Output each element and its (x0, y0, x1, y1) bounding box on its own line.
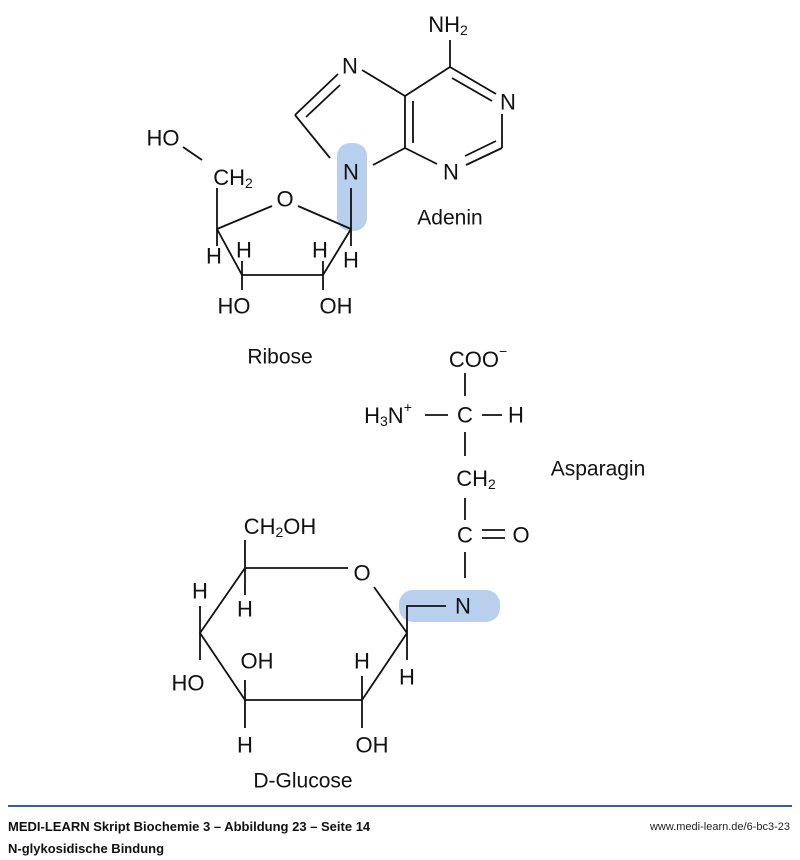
alpha-h-label: H (508, 403, 524, 428)
adenine-structure: NH2 N N N N Adenin (294, 12, 516, 230)
ch2oh-label: CH2OH (244, 514, 317, 541)
footer-url[interactable]: www.medi-learn.de/6-bc3-23 (649, 821, 790, 833)
ribose-oh-c2-label: OH (320, 294, 353, 319)
glucose-h-c1-label: H (399, 665, 415, 690)
glucose-h-c5-label: H (237, 597, 253, 622)
glucose-h-c2-label: H (354, 649, 370, 674)
ribose-ch2-label: CH2 (213, 165, 253, 192)
amide-n-label: N (455, 594, 471, 619)
glucose-h-c3-label: H (237, 733, 253, 758)
n9-label: N (343, 160, 359, 185)
ribose-h-c2-label: H (312, 238, 328, 263)
ribose-structure: O HO CH2 H H H H HO OH Ribose (147, 126, 359, 369)
ribose-ho-c3-label: HO (218, 294, 251, 319)
n3-label: N (443, 160, 459, 185)
glucose-ring-o-label: O (353, 561, 370, 586)
figure-caption: N-glykosidische Bindung (8, 841, 165, 856)
h3n-label: H3N+ (364, 399, 412, 429)
glycosidic-bond-highlight-asparagine (399, 590, 500, 622)
amide-c-label: C (457, 523, 473, 548)
coo-label: COO− (449, 343, 507, 372)
glycosidic-bond-highlight-adenosine (337, 143, 367, 231)
nh2-label: NH2 (428, 12, 468, 39)
footer-title: MEDI-LEARN Skript Biochemie 3 – Abbildun… (8, 819, 371, 834)
asparagine-name: Asparagin (551, 458, 646, 481)
ribose-ring-o-label: O (276, 187, 293, 212)
glucose-h-c4-label: H (192, 579, 208, 604)
asparagine-structure: COO− H3N+ C H CH2 C O N Asparagin (364, 343, 645, 619)
ribose-name: Ribose (247, 346, 312, 369)
ribose-ho-top-label: HO (147, 126, 180, 151)
amide-o-label: O (512, 523, 529, 548)
ribose-h-c4-label: H (206, 244, 222, 269)
glucose-name: D-Glucose (253, 770, 352, 793)
glucose-structure: CH2OH O H H HO OH H H OH H D-Glucose (172, 514, 446, 793)
n1-label: N (500, 90, 516, 115)
n7-label: N (342, 54, 358, 79)
glucose-oh-c3-label: OH (241, 649, 274, 674)
asn-ch2-label: CH2 (456, 466, 496, 493)
adenine-name: Adenin (417, 207, 482, 230)
alpha-c-label: C (457, 403, 473, 428)
glucose-oh-c2-label: OH (356, 733, 389, 758)
glucose-ho-c4-label: HO (172, 671, 205, 696)
n-glycosidic-bond-diagram: NH2 N N N N Adenin O HO CH2 H H H H HO O… (147, 12, 646, 793)
footer-divider (8, 805, 792, 807)
ribose-h-c1-label: H (343, 248, 359, 273)
ribose-h-c3-label: H (236, 238, 252, 263)
